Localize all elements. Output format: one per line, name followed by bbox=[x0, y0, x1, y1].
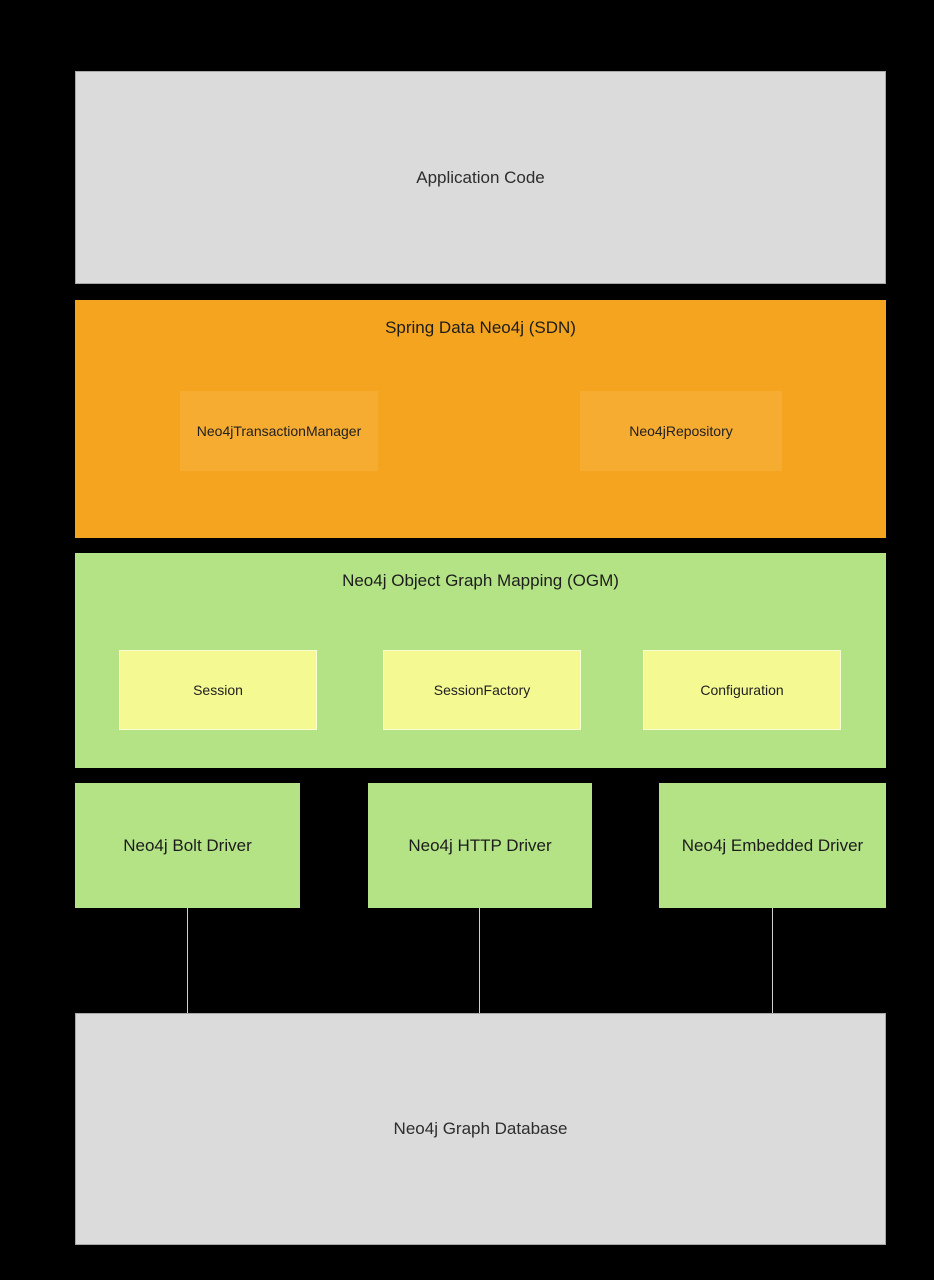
driver-box-http: Neo4j HTTP Driver bbox=[368, 783, 592, 908]
sdn-layer-box: Spring Data Neo4j (SDN) Neo4jTransaction… bbox=[75, 300, 886, 538]
graph-database-label: Neo4j Graph Database bbox=[393, 1119, 568, 1138]
connector-line-embedded bbox=[772, 908, 773, 1013]
sdn-component-transaction-manager-label: Neo4jTransactionManager bbox=[196, 423, 362, 439]
driver-box-embedded: Neo4j Embedded Driver bbox=[659, 783, 886, 908]
sdn-component-repository: Neo4jRepository bbox=[580, 391, 782, 471]
application-code-label: Application Code bbox=[416, 167, 545, 187]
driver-http-label: Neo4j HTTP Driver bbox=[408, 835, 552, 855]
application-code-box: Application Code bbox=[75, 71, 886, 284]
sdn-component-transaction-manager: Neo4jTransactionManager bbox=[180, 391, 378, 471]
sdn-layer-title: Spring Data Neo4j (SDN) bbox=[385, 318, 576, 337]
ogm-component-configuration: Configuration bbox=[643, 650, 841, 730]
ogm-component-session-label: Session bbox=[193, 682, 243, 698]
graph-database-box: Neo4j Graph Database bbox=[75, 1013, 886, 1245]
ogm-component-session-factory-label: SessionFactory bbox=[433, 682, 531, 698]
ogm-component-session-factory: SessionFactory bbox=[383, 650, 581, 730]
ogm-layer-title: Neo4j Object Graph Mapping (OGM) bbox=[342, 571, 619, 590]
driver-box-bolt: Neo4j Bolt Driver bbox=[75, 783, 300, 908]
driver-bolt-label: Neo4j Bolt Driver bbox=[123, 835, 252, 855]
sdn-component-repository-label: Neo4jRepository bbox=[629, 423, 733, 439]
driver-embedded-label: Neo4j Embedded Driver bbox=[681, 835, 864, 855]
connector-line-bolt bbox=[187, 908, 188, 1013]
ogm-component-configuration-label: Configuration bbox=[700, 682, 784, 698]
ogm-component-session: Session bbox=[119, 650, 317, 730]
ogm-layer-box: Neo4j Object Graph Mapping (OGM) Session… bbox=[75, 553, 886, 768]
connector-line-http bbox=[479, 908, 480, 1013]
